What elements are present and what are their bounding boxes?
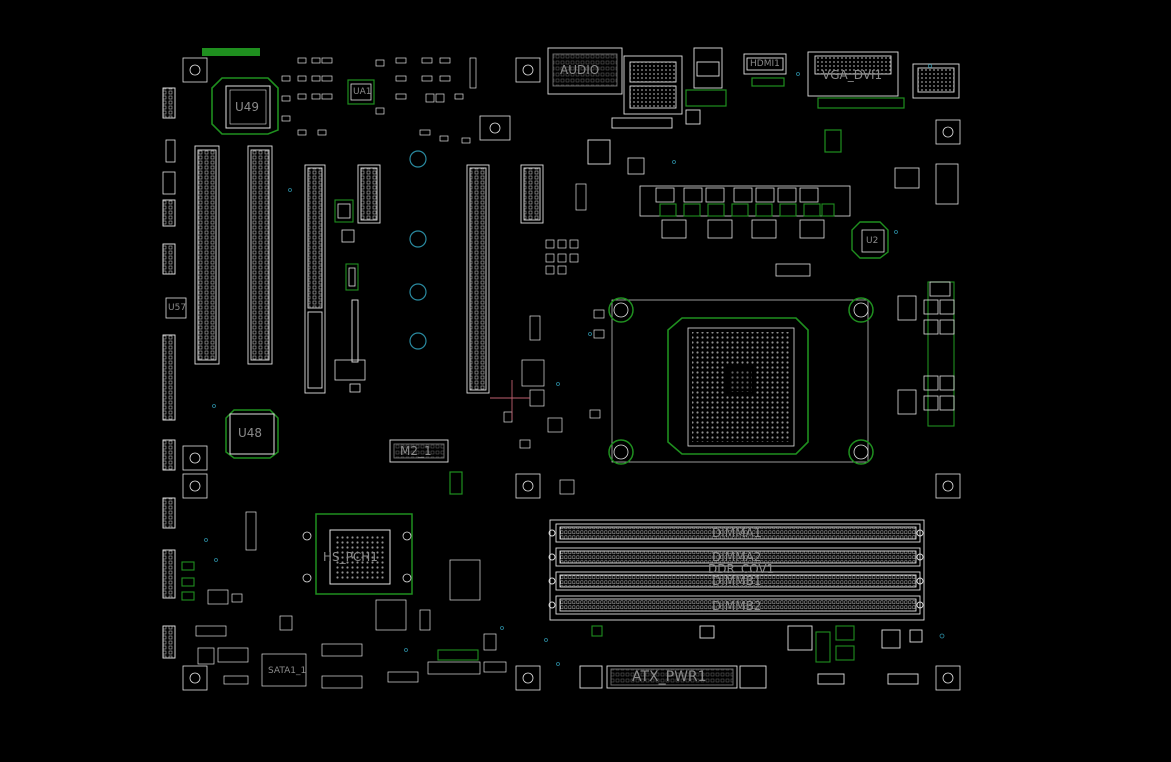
m2-standoffs [409, 150, 427, 350]
m2-connector [389, 439, 463, 495]
rear-io-copper [685, 77, 905, 153]
slot-connectors-left [194, 145, 544, 394]
cpu-socket [608, 297, 874, 465]
atx-power [579, 625, 923, 689]
dimm-slots [548, 519, 925, 621]
pch-heatsink [302, 513, 413, 595]
left-edge-headers [162, 87, 187, 659]
copper-strip [202, 48, 260, 56]
right-side-ports [923, 281, 955, 411]
chip-u49 [211, 77, 279, 135]
chip-u48 [225, 409, 279, 459]
chip-u2 [851, 221, 889, 259]
small-ics-left [334, 199, 366, 393]
smd-components-mid [503, 183, 605, 495]
rear-io [547, 47, 960, 165]
bottom-copper [181, 561, 479, 661]
mounting-pads [182, 57, 961, 691]
smd-components-top [281, 57, 477, 144]
chip-ua1 [347, 79, 375, 105]
vias [204, 64, 945, 666]
atx-copper [591, 625, 855, 663]
smd-components-bottom [195, 511, 507, 689]
